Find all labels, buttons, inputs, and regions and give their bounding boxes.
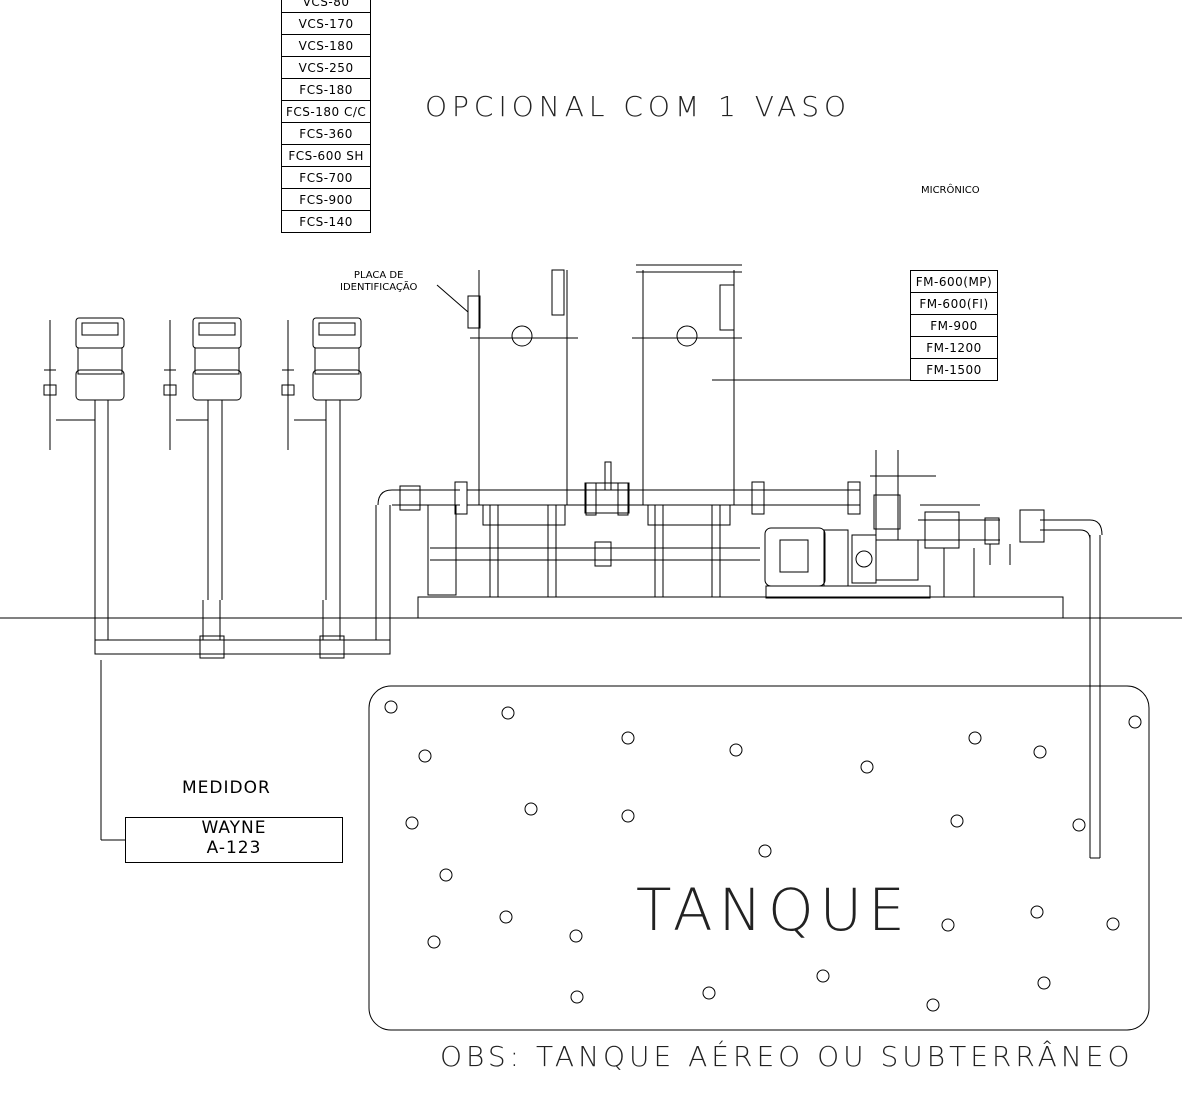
- plate-label-line2: IDENTIFICAÇÃO: [340, 282, 418, 293]
- plate-label: PLACA DE IDENTIFICAÇÃO: [340, 270, 417, 294]
- table-cell: FCS-600 SH: [280, 144, 372, 167]
- table-cell: VCS-180: [280, 34, 372, 57]
- table-cell: FCS-180 C/C: [280, 100, 372, 123]
- meter-model-line1: WAYNE: [201, 818, 267, 838]
- motor-pump: [764, 450, 1045, 597]
- table-cell: FM-1500: [910, 358, 998, 381]
- tank-note: OBS: TANQUE AÉREO OU SUBTERRÂNEO: [440, 1040, 1134, 1073]
- table-cell: FM-600(FI): [910, 292, 998, 315]
- drawing-title: OPCIONAL COM 1 VASO: [425, 90, 852, 123]
- table-cell: VCS-170: [280, 12, 372, 35]
- dispenser-1: [43, 317, 125, 600]
- table-cell: FM-1200: [910, 336, 998, 359]
- meter-label: MEDIDOR: [182, 778, 271, 798]
- filter-model-table: FM-600(MP) FM-600(FI) FM-900 FM-1200 FM-…: [910, 270, 998, 381]
- dispenser-3: [281, 317, 362, 600]
- underground-header: [94, 505, 391, 659]
- filter-vessel-2: [632, 264, 742, 597]
- micronic-label: MICRÔNICO: [921, 185, 980, 196]
- tank-texture-dots: [384, 700, 1142, 1012]
- table-cell: FCS-140: [280, 210, 372, 233]
- suction-pipe: [1040, 519, 1103, 859]
- table-cell: FCS-900: [280, 188, 372, 211]
- identification-plate: [467, 295, 481, 329]
- table-cell: FCS-180: [280, 78, 372, 101]
- meter-model-box: WAYNE A-123: [125, 817, 343, 863]
- table-cell: VCS-250: [280, 56, 372, 79]
- tank-label: TANQUE: [636, 876, 911, 944]
- skid-base: [417, 585, 1064, 619]
- plate-leader: [436, 284, 469, 313]
- table-cell: FCS-360: [280, 122, 372, 145]
- table-cell: FM-600(MP): [910, 270, 998, 293]
- plate-label-line1: PLACA DE: [353, 270, 404, 281]
- table-cell: FM-900: [910, 314, 998, 337]
- tank-outline: [368, 685, 1150, 1031]
- dispenser-2: [163, 317, 242, 600]
- meter-model-line2: A-123: [206, 838, 262, 858]
- table-cell: VCS-80: [280, 0, 372, 13]
- main-piping: [377, 461, 861, 596]
- strainer-model-table: VCS-80 VCS-170 VCS-180 VCS-250 FCS-180 F…: [280, 0, 372, 233]
- table-cell: FCS-700: [280, 166, 372, 189]
